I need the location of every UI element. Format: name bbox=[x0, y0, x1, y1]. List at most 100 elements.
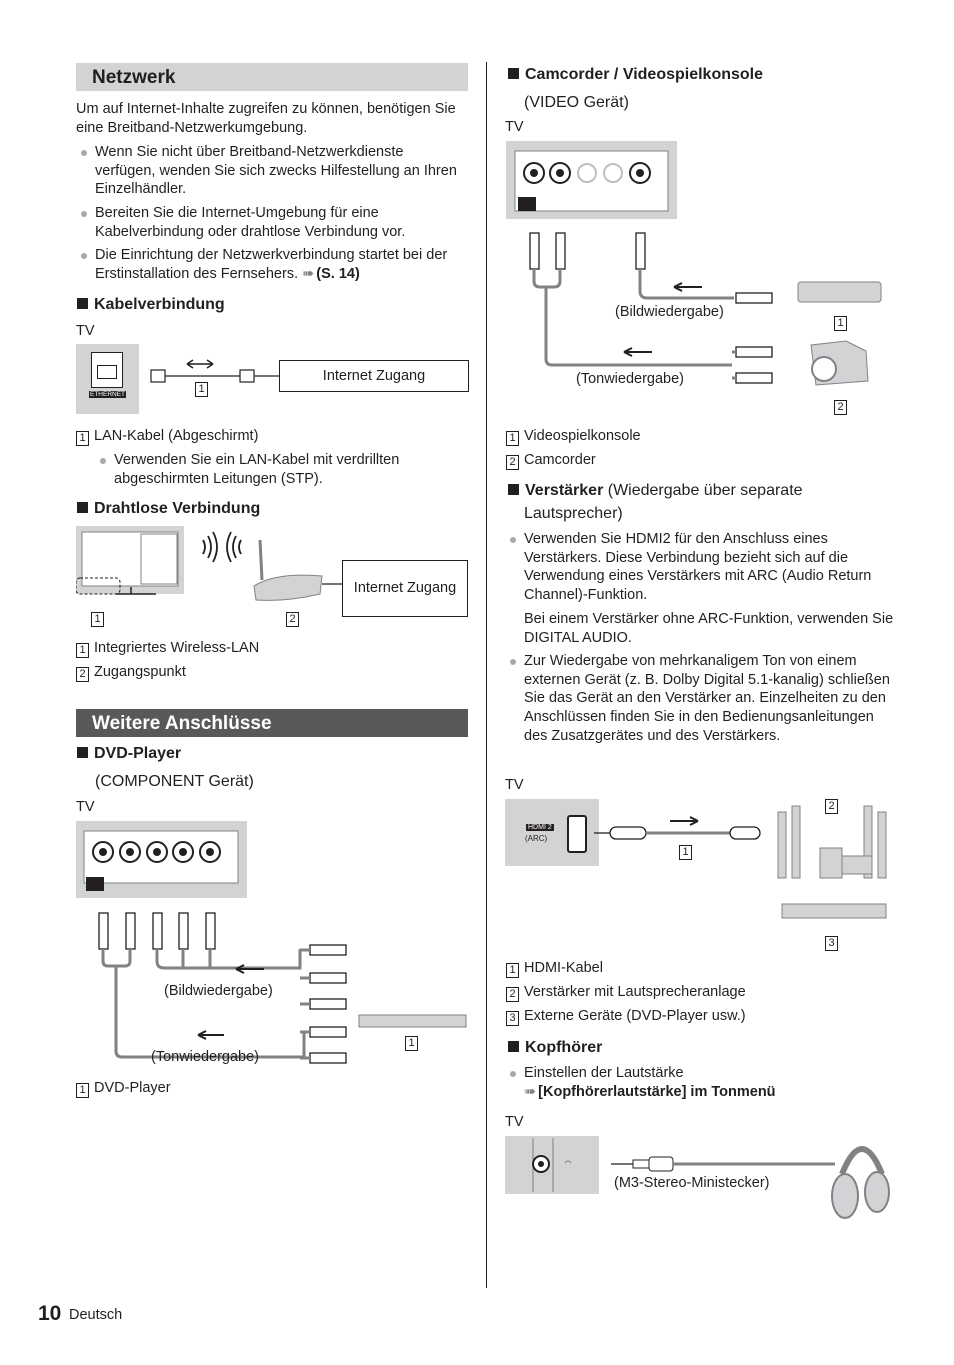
tv-label: TV bbox=[505, 119, 524, 135]
tv-hdmi-panel: HDMI 2 (ARC) bbox=[505, 799, 599, 866]
ethernet-label: ETHERNET bbox=[89, 391, 127, 398]
legend-text: LAN-Kabel (Abgeschirmt) bbox=[94, 428, 259, 444]
section-bar-weitere: Weitere Anschlüsse bbox=[76, 709, 468, 737]
internet-access-box-wireless: Internet Zugang bbox=[342, 560, 468, 617]
heading-square-icon bbox=[508, 484, 519, 495]
arc-label: (ARC) bbox=[525, 834, 548, 843]
heading-square-icon bbox=[508, 68, 519, 79]
page-number: 10 bbox=[38, 1302, 62, 1325]
bildwiedergabe-label: (Bildwiedergabe) bbox=[164, 983, 273, 999]
heading-verstaerker: Verstärker (Wiedergabe über separate bbox=[508, 482, 803, 500]
lan-cable-diagram bbox=[150, 359, 280, 383]
heading-camcorder: Camcorder / Videospielkonsole bbox=[508, 66, 763, 84]
camcorder-sub: (VIDEO Gerät) bbox=[524, 94, 629, 111]
tv-label: TV bbox=[505, 1114, 524, 1130]
heading-drahtlos-text: Drahtlose Verbindung bbox=[94, 500, 261, 517]
reference-arrow-icon: ➠ bbox=[302, 265, 315, 282]
page-reference-link[interactable]: (S. 14) bbox=[316, 265, 360, 282]
legend-zugangspunkt: 2 Zugangspunkt bbox=[76, 664, 186, 682]
tv-label: TV bbox=[76, 323, 95, 339]
heading-square-icon bbox=[77, 502, 88, 513]
legend-num: 1 bbox=[76, 643, 89, 658]
legend-videospielkonsole: 1 Videospielkonsole bbox=[506, 428, 641, 446]
netzwerk-bullet-1: Wenn Sie nicht über Breitband-Netzwerkdi… bbox=[81, 143, 465, 199]
legend-num: 3 bbox=[506, 1011, 519, 1026]
heading-square-icon bbox=[77, 298, 88, 309]
wireless-diagram bbox=[76, 526, 342, 601]
heading-camcorder-text: Camcorder / Videospielkonsole bbox=[525, 66, 764, 83]
verstaerker-bullet-1: Verwenden Sie HDMI2 für den Anschluss ei… bbox=[510, 530, 900, 605]
legend-text: DVD-Player bbox=[94, 1080, 171, 1096]
callout-1: 1 bbox=[91, 612, 104, 627]
tonwiedergabe-label: (Tonwiedergabe) bbox=[151, 1049, 260, 1065]
heading-drahtlos: Drahtlose Verbindung bbox=[77, 500, 260, 518]
netzwerk-bullet-3: Die Einrichtung der Netzwerkverbindung s… bbox=[81, 246, 465, 283]
legend-text: Integriertes Wireless-LAN bbox=[94, 640, 260, 656]
dvd-sub: (COMPONENT Gerät) bbox=[95, 773, 254, 790]
hdmi-port bbox=[567, 815, 587, 853]
ministecker-label: (M3-Stereo-Ministecker) bbox=[614, 1175, 770, 1191]
legend-text: Zugangspunkt bbox=[94, 664, 186, 680]
legend-text: Videospielkonsole bbox=[524, 428, 641, 444]
legend-text: Verstärker mit Lautsprecheranlage bbox=[524, 984, 746, 1000]
callout-2: 2 bbox=[286, 612, 299, 627]
legend-dvd-player: 1 DVD-Player bbox=[76, 1080, 171, 1098]
legend-num: 1 bbox=[506, 963, 519, 978]
legend-text: Camcorder bbox=[524, 452, 596, 468]
legend-num: 1 bbox=[506, 431, 519, 446]
legend-num: 1 bbox=[76, 431, 89, 446]
legend-num: 2 bbox=[506, 987, 519, 1002]
reference-arrow-icon: ➠ bbox=[524, 1084, 537, 1100]
tv-label: TV bbox=[76, 799, 95, 815]
heading-kabelverbindung: Kabelverbindung bbox=[77, 296, 225, 314]
heading-dvd-text: DVD-Player bbox=[94, 745, 182, 762]
callout-1: 1 bbox=[405, 1036, 418, 1051]
menu-reference-link[interactable]: [Kopfhörerlautstärke] im Tonmenü bbox=[538, 1084, 776, 1100]
section-title-weitere: Weitere Anschlüsse bbox=[92, 713, 272, 734]
tv-headphone-panel bbox=[505, 1136, 599, 1194]
legend-wireless-lan: 1 Integriertes Wireless-LAN bbox=[76, 640, 259, 658]
tv-label: TV bbox=[505, 777, 524, 793]
legend-lan-kabel: 1 LAN-Kabel (Abgeschirmt) bbox=[76, 428, 258, 446]
heading-verstaerker-rest: (Wiedergabe über separate bbox=[607, 482, 803, 499]
legend-num: 2 bbox=[76, 667, 89, 682]
callout-1: 1 bbox=[834, 316, 847, 331]
heading-dvd-player: DVD-Player bbox=[77, 745, 181, 763]
heading-verstaerker-text: Verstärker bbox=[525, 482, 604, 499]
callout-2: 2 bbox=[834, 400, 847, 415]
section-title-netzwerk: Netzwerk bbox=[92, 67, 176, 88]
heading-kopfhoerer: Kopfhörer bbox=[508, 1039, 602, 1057]
section-bar-netzwerk: Netzwerk bbox=[76, 63, 468, 91]
heading-square-icon bbox=[77, 747, 88, 758]
component-cable-diagram bbox=[83, 830, 467, 1064]
callout-1: 1 bbox=[679, 845, 692, 860]
tv-ethernet-panel: ETHERNET bbox=[76, 344, 139, 414]
heading-kopfhoerer-text: Kopfhörer bbox=[525, 1039, 603, 1056]
hdmi-label: HDMI 2 bbox=[526, 824, 554, 831]
tonwiedergabe-label: (Tonwiedergabe) bbox=[576, 371, 685, 387]
netzwerk-bullet-3-text: Die Einrichtung der Netzwerkverbindung s… bbox=[95, 247, 448, 282]
legend-externe-geraete: 3 Externe Geräte (DVD-Player usw.) bbox=[506, 1008, 746, 1026]
legend-text: Externe Geräte (DVD-Player usw.) bbox=[524, 1008, 746, 1024]
callout-2: 2 bbox=[825, 799, 838, 814]
netzwerk-bullet-2: Bereiten Sie die Internet-Umgebung für e… bbox=[81, 204, 465, 241]
headphone-diagram bbox=[532, 1138, 890, 1219]
video-cable-diagram bbox=[514, 150, 882, 386]
kopfhoerer-reference: ➠[Kopfhörerlautstärke] im Tonmenü bbox=[524, 1084, 776, 1100]
verstaerker-bullet-2: Zur Wiedergabe von mehrkanaligem Ton von… bbox=[510, 652, 900, 746]
ethernet-port bbox=[91, 352, 123, 388]
netzwerk-intro: Um auf Internet-Inhalte zugreifen zu kön… bbox=[76, 101, 456, 136]
legend-verstaerker: 2 Verstärker mit Lautsprecheranlage bbox=[506, 984, 746, 1002]
verstaerker-para: Bei einem Verstärker ohne ARC-Funktion, … bbox=[524, 611, 894, 646]
footer-language: Deutsch bbox=[69, 1307, 123, 1323]
bildwiedergabe-label: (Bildwiedergabe) bbox=[615, 304, 724, 320]
internet-access-box: Internet Zugang bbox=[279, 360, 469, 392]
kopfhoerer-bullet: Einstellen der Lautstärke bbox=[510, 1064, 894, 1083]
hdmi-cable-diagram bbox=[594, 805, 887, 919]
legend-num: 1 bbox=[76, 1083, 89, 1098]
column-divider bbox=[486, 62, 487, 1288]
callout-3: 3 bbox=[825, 936, 838, 951]
heading-square-icon bbox=[508, 1041, 519, 1052]
